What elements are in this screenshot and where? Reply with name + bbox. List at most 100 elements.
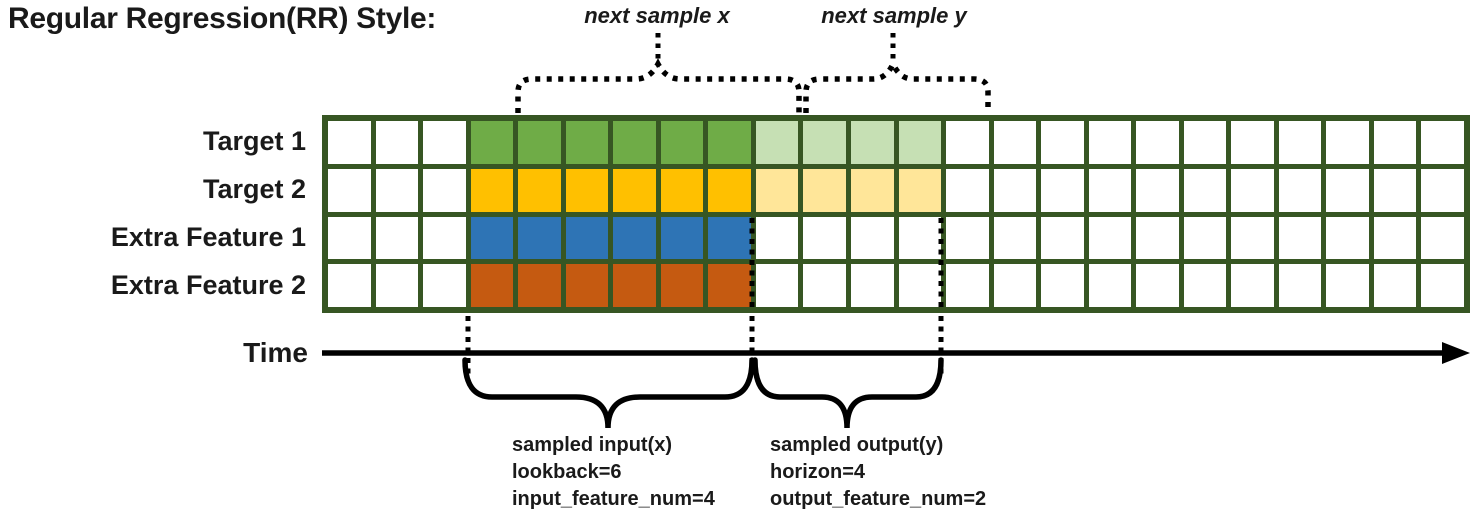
next-sample-y-label: next sample y — [821, 3, 967, 28]
grid-cell — [1373, 168, 1417, 212]
grid-cell — [708, 121, 751, 164]
grid-cell — [1088, 168, 1132, 212]
grid-cell — [1326, 121, 1369, 164]
grid-cell — [1278, 168, 1322, 212]
grid-cell — [613, 264, 656, 307]
grid-cell — [946, 121, 989, 164]
time-axis-label: Time — [243, 337, 308, 368]
grid-cell — [850, 121, 894, 164]
grid-cell — [946, 168, 989, 212]
grid-cell — [518, 216, 561, 260]
grid-cell — [470, 216, 514, 260]
grid-cell — [1183, 264, 1227, 307]
grid-cell — [1326, 216, 1369, 260]
horizon-value: horizon=4 — [770, 461, 866, 483]
grid-cell — [1041, 264, 1084, 307]
grid-cell — [565, 264, 609, 307]
grid-cell — [1231, 121, 1274, 164]
time-axis-arrow-icon — [1442, 342, 1470, 364]
grid-cell — [1231, 264, 1274, 307]
sample-grid — [322, 115, 1470, 313]
grid-cell — [708, 168, 751, 212]
row-label-target-2: Target 2 — [202, 174, 306, 204]
sampled-input-title: sampled input(x) — [512, 434, 673, 456]
grid-cell — [708, 264, 751, 307]
grid-cell — [946, 216, 989, 260]
grid-cell — [328, 216, 371, 260]
grid-cell — [660, 264, 704, 307]
sampled-input-annotation: sampled input(x) lookback=6 input_featur… — [512, 432, 715, 513]
grid-cell — [755, 264, 799, 307]
grid-cell — [755, 121, 799, 164]
grid-cell — [565, 216, 609, 260]
grid-cell — [375, 121, 419, 164]
grid-cell — [660, 216, 704, 260]
grid-cell — [1088, 121, 1132, 164]
grid-cell — [1326, 264, 1369, 307]
next-sample-x-label: next sample x — [584, 3, 730, 28]
grid-cell — [423, 121, 466, 164]
grid-cell — [1326, 168, 1369, 212]
grid-cell — [1041, 216, 1084, 260]
grid-cell — [1421, 216, 1464, 260]
grid-cell — [803, 264, 846, 307]
grid-cell — [803, 216, 846, 260]
grid-cell — [1421, 264, 1464, 307]
grid-cell — [850, 168, 894, 212]
sampled-output-title: sampled output(y) — [770, 434, 944, 456]
grid-cell — [1041, 168, 1084, 212]
grid-cell — [993, 121, 1037, 164]
sampled-output-brace — [752, 357, 944, 429]
grid-cell — [1278, 121, 1322, 164]
row-label-extra-feature-2: Extra Feature 2 — [110, 270, 306, 300]
grid-cell — [518, 264, 561, 307]
grid-cell — [1278, 216, 1322, 260]
row-label-extra-feature-1: Extra Feature 1 — [110, 222, 306, 252]
input-feature-num-value: input_feature_num=4 — [512, 488, 715, 510]
grid-cell — [423, 264, 466, 307]
grid-cell — [470, 121, 514, 164]
grid-cell — [1088, 216, 1132, 260]
grid-cell — [755, 168, 799, 212]
grid-cell — [1136, 264, 1179, 307]
grid-cell — [613, 168, 656, 212]
grid-cell — [850, 216, 894, 260]
grid-cell — [1373, 216, 1417, 260]
next-sample-x-brace — [515, 58, 802, 113]
grid-cell — [946, 264, 989, 307]
grid-cell — [1373, 264, 1417, 307]
grid-cell — [993, 168, 1037, 212]
grid-cell — [565, 121, 609, 164]
grid-cell — [518, 168, 561, 212]
grid-cell — [898, 216, 942, 260]
row-label-target-1: Target 1 — [202, 126, 306, 156]
grid-cell — [1421, 121, 1464, 164]
grid-cell — [755, 216, 799, 260]
grid-cell — [1183, 168, 1227, 212]
grid-cell — [423, 216, 466, 260]
grid-cell — [898, 168, 942, 212]
grid-cell — [1231, 216, 1274, 260]
grid-cell — [993, 216, 1037, 260]
grid-cell — [375, 264, 419, 307]
grid-cell — [660, 121, 704, 164]
grid-cell — [328, 121, 371, 164]
grid-cell — [470, 264, 514, 307]
grid-cell — [1183, 121, 1227, 164]
grid-cell — [1421, 168, 1464, 212]
grid-cell — [850, 264, 894, 307]
grid-cell — [375, 168, 419, 212]
grid-cell — [1136, 216, 1179, 260]
grid-cell — [1183, 216, 1227, 260]
next-sample-y-brace — [803, 57, 991, 113]
grid-cell — [423, 168, 466, 212]
grid-cell — [993, 264, 1037, 307]
grid-cell — [898, 264, 942, 307]
sampled-input-brace — [462, 357, 755, 429]
grid-cell — [470, 168, 514, 212]
grid-cell — [1136, 168, 1179, 212]
grid-cell — [803, 168, 846, 212]
grid-cell — [1278, 264, 1322, 307]
grid-cell — [565, 168, 609, 212]
